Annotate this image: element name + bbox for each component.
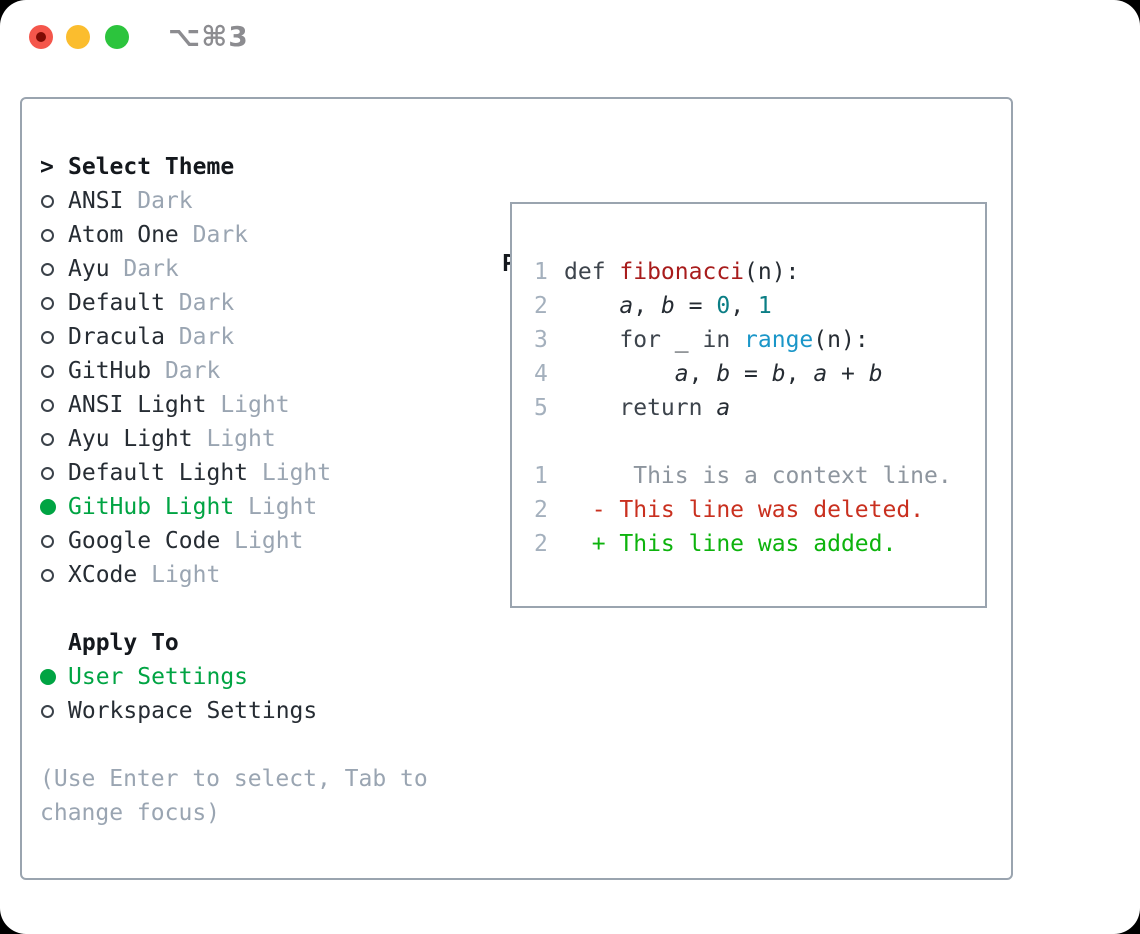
theme-name: XCode	[68, 562, 152, 588]
radio-unselected-icon	[40, 252, 68, 286]
keyboard-shortcut-label: ⌥⌘3	[168, 20, 249, 53]
hint-text: (Use Enter to select, Tab to change focus…	[40, 762, 428, 830]
theme-name: Default Light	[68, 460, 262, 486]
blank-line	[534, 425, 979, 459]
spacer	[40, 728, 428, 762]
theme-variant: Dark	[123, 256, 179, 282]
radio-unselected-icon	[40, 558, 68, 592]
radio-unselected-icon	[40, 320, 68, 354]
line-number: 1	[534, 463, 548, 489]
code-line: 2 a, b = 0, 1	[534, 293, 772, 319]
theme-option-github-light[interactable]: GitHub Light Light	[40, 490, 428, 524]
apply-option-workspace-settings[interactable]: Workspace Settings	[40, 694, 428, 728]
theme-name: GitHub Light	[68, 494, 249, 520]
theme-variant: Light	[220, 392, 290, 418]
radio-selected-icon	[40, 490, 68, 524]
theme-variant: Dark	[178, 290, 235, 316]
diff-line-context: 1 This is a context line.	[534, 463, 952, 489]
line-number: 2	[534, 531, 548, 557]
zoom-button-icon[interactable]	[105, 25, 129, 49]
theme-name: Default	[68, 290, 179, 316]
radio-unselected-icon	[40, 422, 68, 456]
spacer	[40, 592, 428, 626]
apply-option-label: User Settings	[68, 664, 249, 690]
theme-option-default-light[interactable]: Default Light Light	[40, 456, 428, 490]
select-theme-heading-row: > Select Theme	[40, 150, 428, 184]
theme-name: GitHub	[68, 358, 165, 384]
radio-unselected-icon	[40, 218, 68, 252]
select-theme-title: Select Theme	[68, 154, 235, 180]
line-number: 2	[534, 497, 548, 523]
radio-unselected-icon	[40, 456, 68, 490]
theme-name: Dracula	[68, 324, 179, 350]
theme-variant: Light	[234, 528, 304, 554]
code-line: 3 for _ in range(n):	[534, 327, 869, 353]
radio-unselected-icon	[40, 286, 68, 320]
titlebar: ⌥⌘3	[0, 0, 1140, 75]
theme-option-ansi[interactable]: ANSI Dark	[40, 184, 428, 218]
apply-option-label: Workspace Settings	[68, 698, 318, 724]
line-number: 4	[534, 361, 548, 387]
radio-selected-icon	[40, 660, 68, 694]
radio-unselected-icon	[40, 388, 68, 422]
radio-unselected-icon	[40, 694, 68, 728]
apply-option-user-settings[interactable]: User Settings	[40, 660, 428, 694]
theme-variant: Dark	[178, 324, 235, 350]
line-number: 2	[534, 293, 548, 319]
theme-variant: Dark	[192, 222, 249, 248]
diff-preview-block: 1 This is a context line. 2 - This line w…	[534, 459, 979, 561]
theme-variant: Dark	[137, 188, 193, 214]
cursor-icon: >	[40, 154, 54, 180]
theme-option-google-code[interactable]: Google Code Light	[40, 524, 428, 558]
theme-name: ANSI Light	[68, 392, 221, 418]
line-number: 3	[534, 327, 548, 353]
close-button-icon[interactable]	[29, 25, 53, 49]
line-number: 5	[534, 395, 548, 421]
diff-line-deleted: 2 - This line was deleted.	[534, 497, 925, 523]
diff-line-added: 2 + This line was added.	[534, 531, 897, 557]
hint-line: change focus)	[40, 800, 221, 826]
theme-name: Google Code	[68, 528, 235, 554]
line-number: 1	[534, 259, 548, 285]
theme-variant: Light	[248, 494, 318, 520]
theme-option-default[interactable]: Default Dark	[40, 286, 428, 320]
empty-icon-cell	[40, 626, 68, 660]
minimize-button-icon[interactable]	[66, 25, 90, 49]
radio-unselected-icon	[40, 184, 68, 218]
apply-to-heading-row: Apply To	[40, 626, 428, 660]
theme-option-ayu-light[interactable]: Ayu Light Light	[40, 422, 428, 456]
theme-option-ayu[interactable]: Ayu Dark	[40, 252, 428, 286]
theme-variant: Light	[261, 460, 332, 486]
apply-to-title: Apply To	[68, 630, 179, 656]
theme-name: Ayu	[68, 256, 124, 282]
theme-variant: Light	[206, 426, 276, 452]
theme-name: Atom One	[68, 222, 193, 248]
theme-option-github[interactable]: GitHub Dark	[40, 354, 428, 388]
code-line: 5 return a	[534, 395, 731, 421]
theme-variant: Dark	[164, 358, 221, 384]
theme-option-ansi-light[interactable]: ANSI Light Light	[40, 388, 428, 422]
radio-unselected-icon	[40, 354, 68, 388]
theme-option-xcode[interactable]: XCode Light	[40, 558, 428, 592]
code-line: 4 a, b = b, a + b	[534, 361, 883, 387]
theme-name: ANSI	[68, 188, 138, 214]
hint-line: (Use Enter to select, Tab to	[40, 766, 428, 792]
theme-option-atom-one[interactable]: Atom One Dark	[40, 218, 428, 252]
theme-option-dracula[interactable]: Dracula Dark	[40, 320, 428, 354]
radio-unselected-icon	[40, 524, 68, 558]
theme-name: Ayu Light	[68, 426, 207, 452]
theme-variant: Light	[151, 562, 221, 588]
